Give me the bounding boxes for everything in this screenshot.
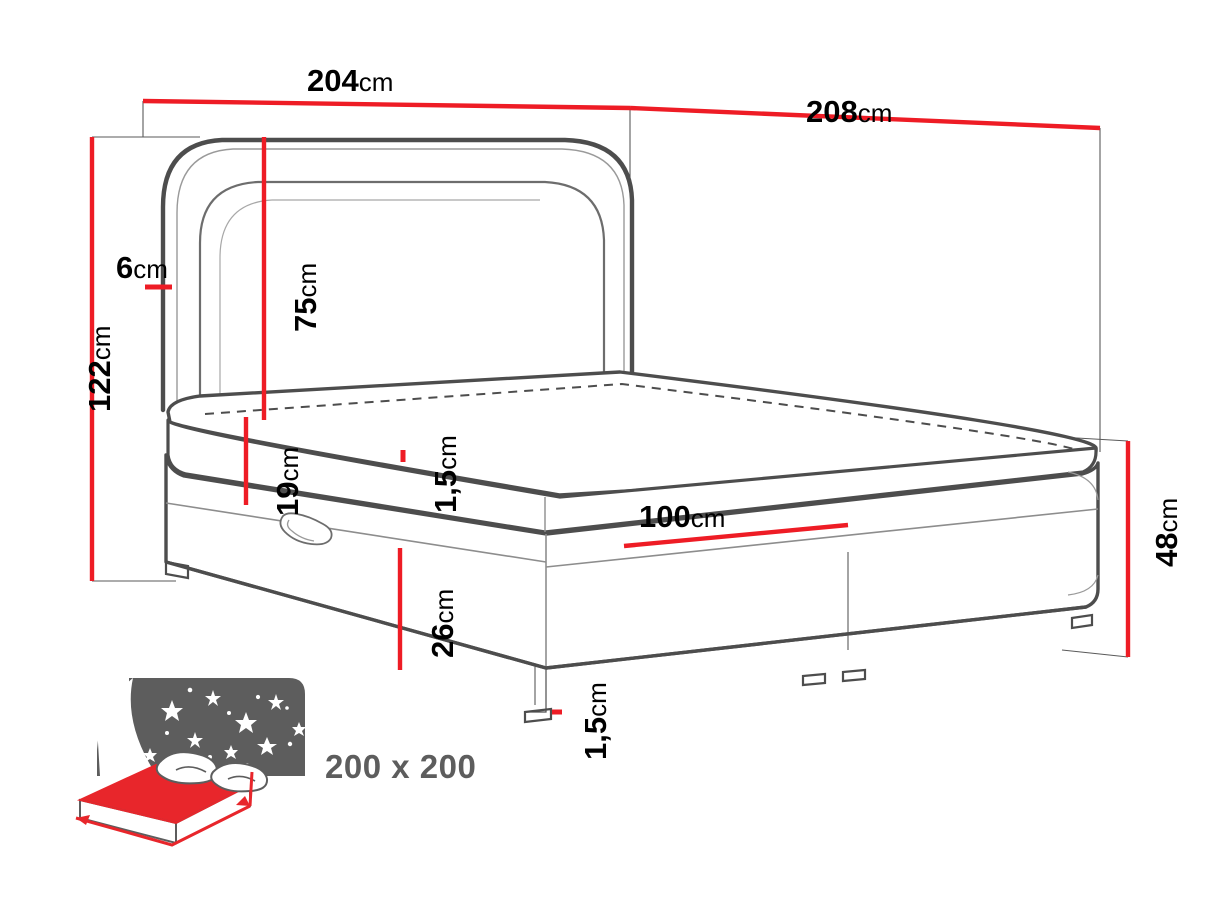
label-75cm: 75cm — [288, 262, 323, 332]
label-204cm: 204cm — [307, 63, 394, 98]
label-6cm: 6cm — [116, 250, 168, 285]
label-100cm: 100cm — [639, 499, 726, 534]
dimline-100 — [623, 522, 849, 549]
headboard-thickness-line — [176, 148, 625, 420]
dimline-204 — [142, 98, 631, 111]
label-15cm-leg: 1,5cm — [578, 682, 613, 760]
mattress-size-label: 200 x 200 — [325, 748, 477, 785]
base-bottom-edge — [165, 560, 1087, 713]
mattress-body — [166, 418, 1098, 534]
headboard-cushion-panel — [198, 180, 606, 414]
label-208cm: 208cm — [806, 94, 893, 129]
dimline-208 — [629, 105, 1101, 131]
label-19cm: 19cm — [270, 446, 305, 516]
label-26cm: 26cm — [425, 588, 460, 658]
headboard-outer-panel — [160, 137, 635, 413]
storage-drawer-handle-icon — [279, 512, 333, 546]
mattress-night-sky-icon — [75, 678, 306, 847]
label-48cm: 48cm — [1149, 497, 1184, 567]
label-15cm-topper: 1,5cm — [428, 435, 463, 513]
label-122cm: 122cm — [82, 325, 117, 412]
dimension-lines — [89, 98, 1131, 715]
